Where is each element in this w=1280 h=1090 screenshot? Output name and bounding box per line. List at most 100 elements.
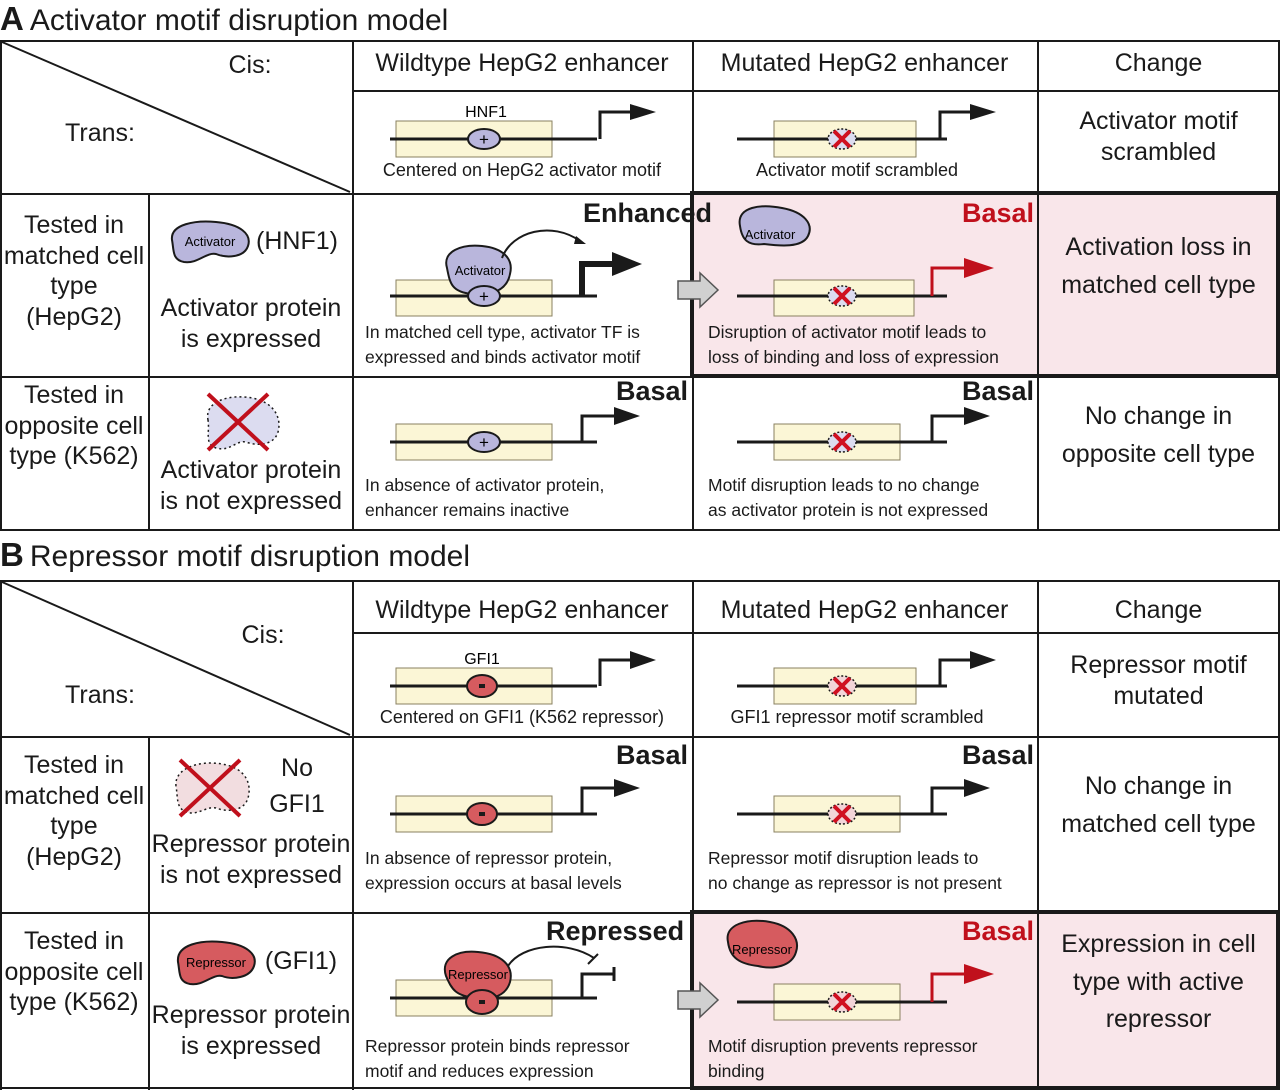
panel-b-corner-diagonal xyxy=(1,581,351,736)
panel-b-row2-mutated-diagram: Repressor xyxy=(726,919,994,1021)
panel-b-design-change: Repressor motif mutated xyxy=(1070,651,1247,710)
panel-a-row2-trans-label: Tested in opposite cell type (K562) xyxy=(4,381,144,470)
svg-text:+: + xyxy=(479,287,489,306)
red-promoter-arrow-icon xyxy=(930,972,964,1002)
svg-text:Activator: Activator xyxy=(455,263,506,278)
panel-a-row2-mutated-status: Basal xyxy=(962,376,1035,406)
panel-a-row2-wildtype-caption: In absence of activator protein, enhance… xyxy=(365,475,605,521)
panel-b-row2-mutated-caption: Motif disruption prevents repressor bind… xyxy=(708,1036,978,1082)
absent-activator-icon xyxy=(206,392,280,452)
panel-a-design-change: Activator motif scrambled xyxy=(1079,107,1238,166)
panel-b-header-mutated: Mutated HepG2 enhancer xyxy=(720,596,1009,624)
strong-promoter-arrow-icon xyxy=(579,261,614,296)
transition-arrow-icon xyxy=(677,271,720,309)
panel-a-row1-mutated-diagram: Activator xyxy=(737,205,994,317)
panel-a-row1-trans-label: Tested in matched cell type (HepG2) xyxy=(3,211,145,331)
panel-b-row2-mutated-status: Basal xyxy=(962,916,1035,946)
panel-a-cis-label: Cis: xyxy=(228,51,272,79)
panel-b-letter: B xyxy=(0,536,24,573)
svg-text:Repressor: Repressor xyxy=(448,967,509,982)
panel-b-mutated-enhancer-diagram xyxy=(737,651,996,705)
promoter-arrow-icon xyxy=(930,786,964,814)
panel-b-row1-mutated-diagram xyxy=(737,779,990,833)
repressor-protein-icon: Repressor xyxy=(176,940,256,986)
panel-b-motif-label: GFI1 xyxy=(464,651,500,668)
activation-arc-icon xyxy=(501,229,581,259)
promoter-arrow-icon xyxy=(938,658,970,686)
panel-a-motif-label: HNF1 xyxy=(465,104,507,121)
promoter-arrow-icon xyxy=(930,414,964,442)
panel-b-wildtype-enhancer-diagram: GFI1 xyxy=(390,651,656,705)
panel-b-row2-wildtype-status: Repressed xyxy=(546,916,685,946)
panel-a-wildtype-enhancer-diagram: HNF1 + xyxy=(390,104,656,158)
panel-b-cis-label: Cis: xyxy=(241,621,285,649)
panel-b-header-wildtype: Wildtype HepG2 enhancer xyxy=(375,596,669,624)
panel-b-wildtype-caption: Centered on GFI1 (K562 repressor) xyxy=(379,707,665,727)
promoter-arrow-icon xyxy=(598,658,630,686)
red-promoter-arrow-icon xyxy=(930,266,964,296)
panel-b-mutated-caption: GFI1 repressor motif scrambled xyxy=(730,707,984,727)
svg-text:+: + xyxy=(479,433,489,452)
panel-b-row2-change: Expression in cell type with active repr… xyxy=(1061,930,1256,1033)
unbound-activator-icon xyxy=(738,205,811,247)
promoter-arrow-icon xyxy=(938,110,970,139)
panel-a-row1-protein-status: Activator protein is expressed xyxy=(160,294,342,353)
panel-a-mutated-enhancer-diagram xyxy=(737,104,996,158)
panel-b-row2-protein-tag: (GFI1) xyxy=(264,947,338,975)
blocked-promoter-icon xyxy=(580,972,614,998)
panel-b-row2-trans-label: Tested in opposite cell type (K562) xyxy=(4,927,144,1016)
panel-a-title-text: Activator motif disruption model xyxy=(29,4,449,37)
panel-a-corner-diagonal xyxy=(1,41,351,193)
panel-a-row1-protein-tag: (HNF1) xyxy=(256,227,338,255)
panel-a-row1-wildtype-status: Enhanced xyxy=(583,198,713,228)
promoter-arrow-icon xyxy=(598,110,630,139)
panel-b-row2-wildtype-caption: Repressor protein binds repressor motif … xyxy=(365,1036,630,1082)
panel-a-row2-change: No change in opposite cell type xyxy=(1061,402,1256,468)
panel-a-header-change: Change xyxy=(1114,49,1203,77)
repression-arc-icon xyxy=(507,945,595,967)
panel-a-row2-mutated-diagram xyxy=(737,407,990,461)
panel-b-row1-no-gfi1: No GFI1 xyxy=(269,754,325,819)
activator-motif-icon xyxy=(467,128,501,150)
unbound-repressor-icon xyxy=(726,919,798,969)
transition-arrow-icon xyxy=(677,981,720,1019)
panel-a-row2-mutated-caption: Motif disruption leads to no change as a… xyxy=(708,475,989,521)
activator-protein-icon: Activator xyxy=(170,220,250,264)
panel-a-row1-mutated-caption: Disruption of activator motif leads to l… xyxy=(708,322,999,368)
panel-b-trans-label: Trans: xyxy=(65,681,135,709)
panel-a-wildtype-caption: Centered on HepG2 activator motif xyxy=(382,160,662,180)
panel-b-title-text: Repressor motif disruption model xyxy=(29,540,471,573)
panel-b-row1-trans-label: Tested in matched cell type (HepG2) xyxy=(3,751,145,871)
panel-a-row1-mutated-status: Basal xyxy=(962,198,1035,228)
svg-text:Repressor: Repressor xyxy=(186,955,247,970)
panel-a-letter: A xyxy=(0,0,24,37)
panel-b-row1-wildtype-caption: In absence of repressor protein, express… xyxy=(365,848,622,894)
svg-text:+: + xyxy=(479,130,489,149)
panel-b-row2-wildtype-diagram: Repressor xyxy=(390,945,616,1017)
panel-b-row1-mutated-caption: Repressor motif disruption leads to no c… xyxy=(708,848,1002,894)
absent-repressor-icon xyxy=(175,758,250,818)
panel-a-row2-protein-status: Activator protein is not expressed xyxy=(159,456,343,515)
panel-b-row1-mutated-status: Basal xyxy=(962,740,1035,770)
bound-repressor-icon xyxy=(443,950,512,1000)
panel-a-mutated-caption: Activator motif scrambled xyxy=(755,160,959,180)
panel-b-row1-wildtype-diagram xyxy=(390,779,640,833)
panel-b-header-change: Change xyxy=(1114,596,1203,624)
bound-activator-icon xyxy=(445,244,512,296)
panel-a-row1-wildtype-caption: In matched cell type, activator TF is ex… xyxy=(365,322,641,368)
panel-a-row1-wildtype-diagram: Activator + xyxy=(390,229,642,317)
panel-a-header-wildtype: Wildtype HepG2 enhancer xyxy=(375,49,669,77)
panel-a-row2-wildtype-diagram: + xyxy=(390,407,640,461)
panel-b-row1-wildtype-status: Basal xyxy=(616,740,689,770)
panel-a-row1-change: Activation loss in matched cell type xyxy=(1061,233,1256,299)
svg-text:Repressor: Repressor xyxy=(732,942,793,957)
panel-a-row2-wildtype-status: Basal xyxy=(616,376,689,406)
panel-b-row1-change: No change in matched cell type xyxy=(1061,772,1256,838)
svg-text:Activator: Activator xyxy=(745,227,796,242)
panel-b-row2-protein-status: Repressor protein is expressed xyxy=(151,1001,351,1060)
panel-b-row1-protein-status: Repressor protein is not expressed xyxy=(151,830,351,889)
promoter-arrow-icon xyxy=(580,414,614,442)
promoter-arrow-icon xyxy=(580,786,614,814)
